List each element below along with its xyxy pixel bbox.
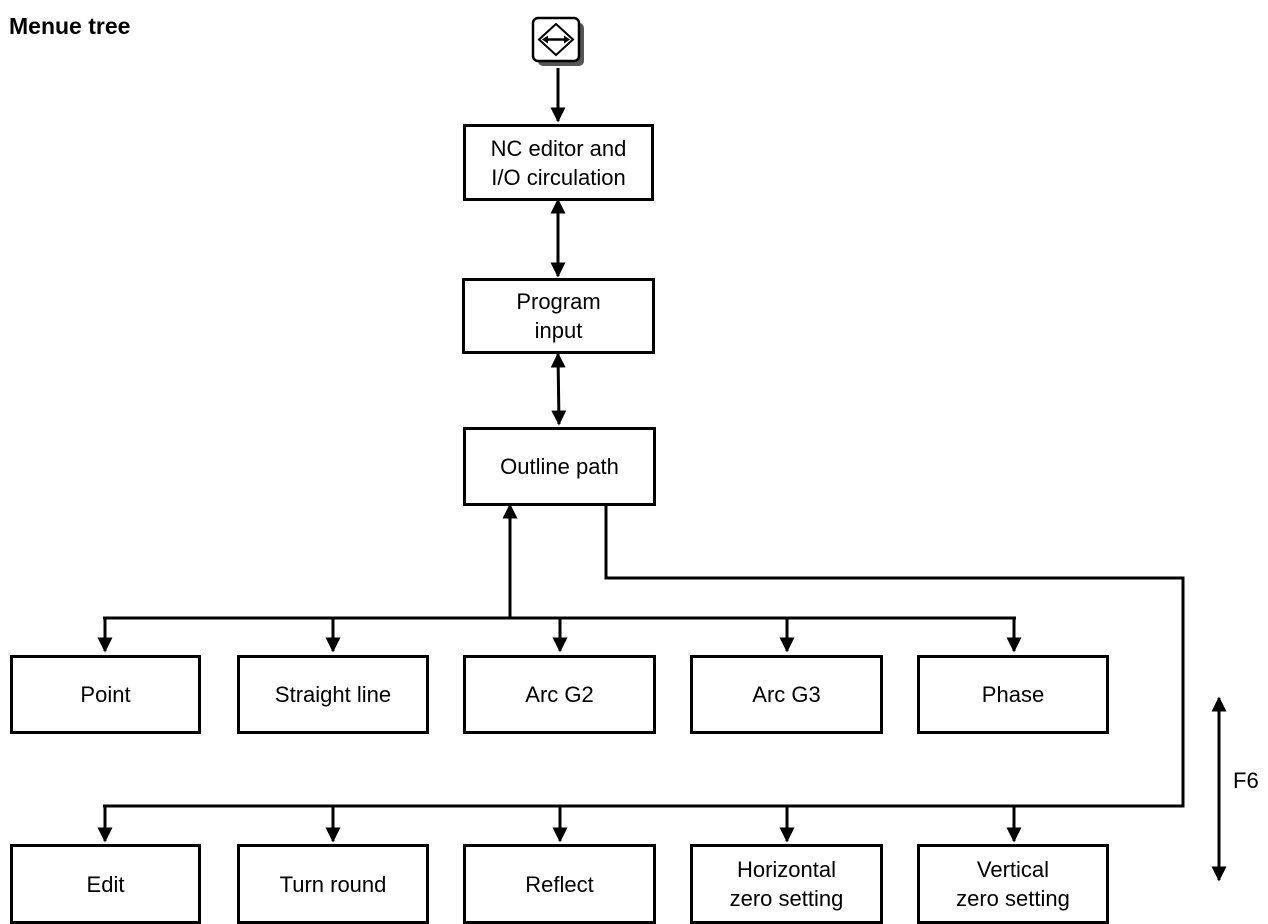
diagram-title: Menue tree [9, 13, 131, 39]
arc-g3-node: Arc G3 [690, 655, 883, 734]
program-input-label: Program input [516, 289, 601, 343]
outline-path-node: Outline path [463, 427, 656, 506]
program-input-node: Program input [462, 278, 655, 354]
cursor-left-right-key-icon [531, 16, 584, 66]
arc-g3-label: Arc G3 [752, 682, 821, 707]
arc-g2-node: Arc G2 [463, 655, 656, 734]
nc-editor-node: NC editor and I/O circulation [463, 124, 654, 201]
horizontal-zero-setting-label: Horizontal zero setting [729, 857, 844, 911]
phase-node: Phase [917, 655, 1109, 734]
f6-softkey-label: F6 [1233, 768, 1259, 793]
straight-line-label: Straight line [274, 682, 392, 707]
turn-round-label: Turn round [279, 871, 387, 897]
point-node: Point [10, 655, 201, 734]
arc-g2-label: Arc G2 [525, 682, 594, 707]
nc-editor-label: NC editor and I/O circulation [490, 135, 627, 190]
turn-round-node: Turn round [237, 844, 429, 924]
vertical-zero-setting-label: Vertical zero setting [956, 857, 1070, 911]
horizontal-zero-setting-node: Horizontal zero setting [690, 844, 883, 924]
point-label: Point [80, 682, 131, 707]
straight-line-node: Straight line [237, 655, 429, 734]
reflect-node: Reflect [463, 844, 656, 924]
vertical-zero-setting-node: Vertical zero setting [917, 844, 1109, 924]
edit-label: Edit [86, 871, 125, 897]
outline-path-label: Outline path [500, 454, 619, 479]
reflect-label: Reflect [525, 871, 594, 897]
edit-node: Edit [10, 844, 201, 924]
phase-label: Phase [981, 682, 1045, 707]
